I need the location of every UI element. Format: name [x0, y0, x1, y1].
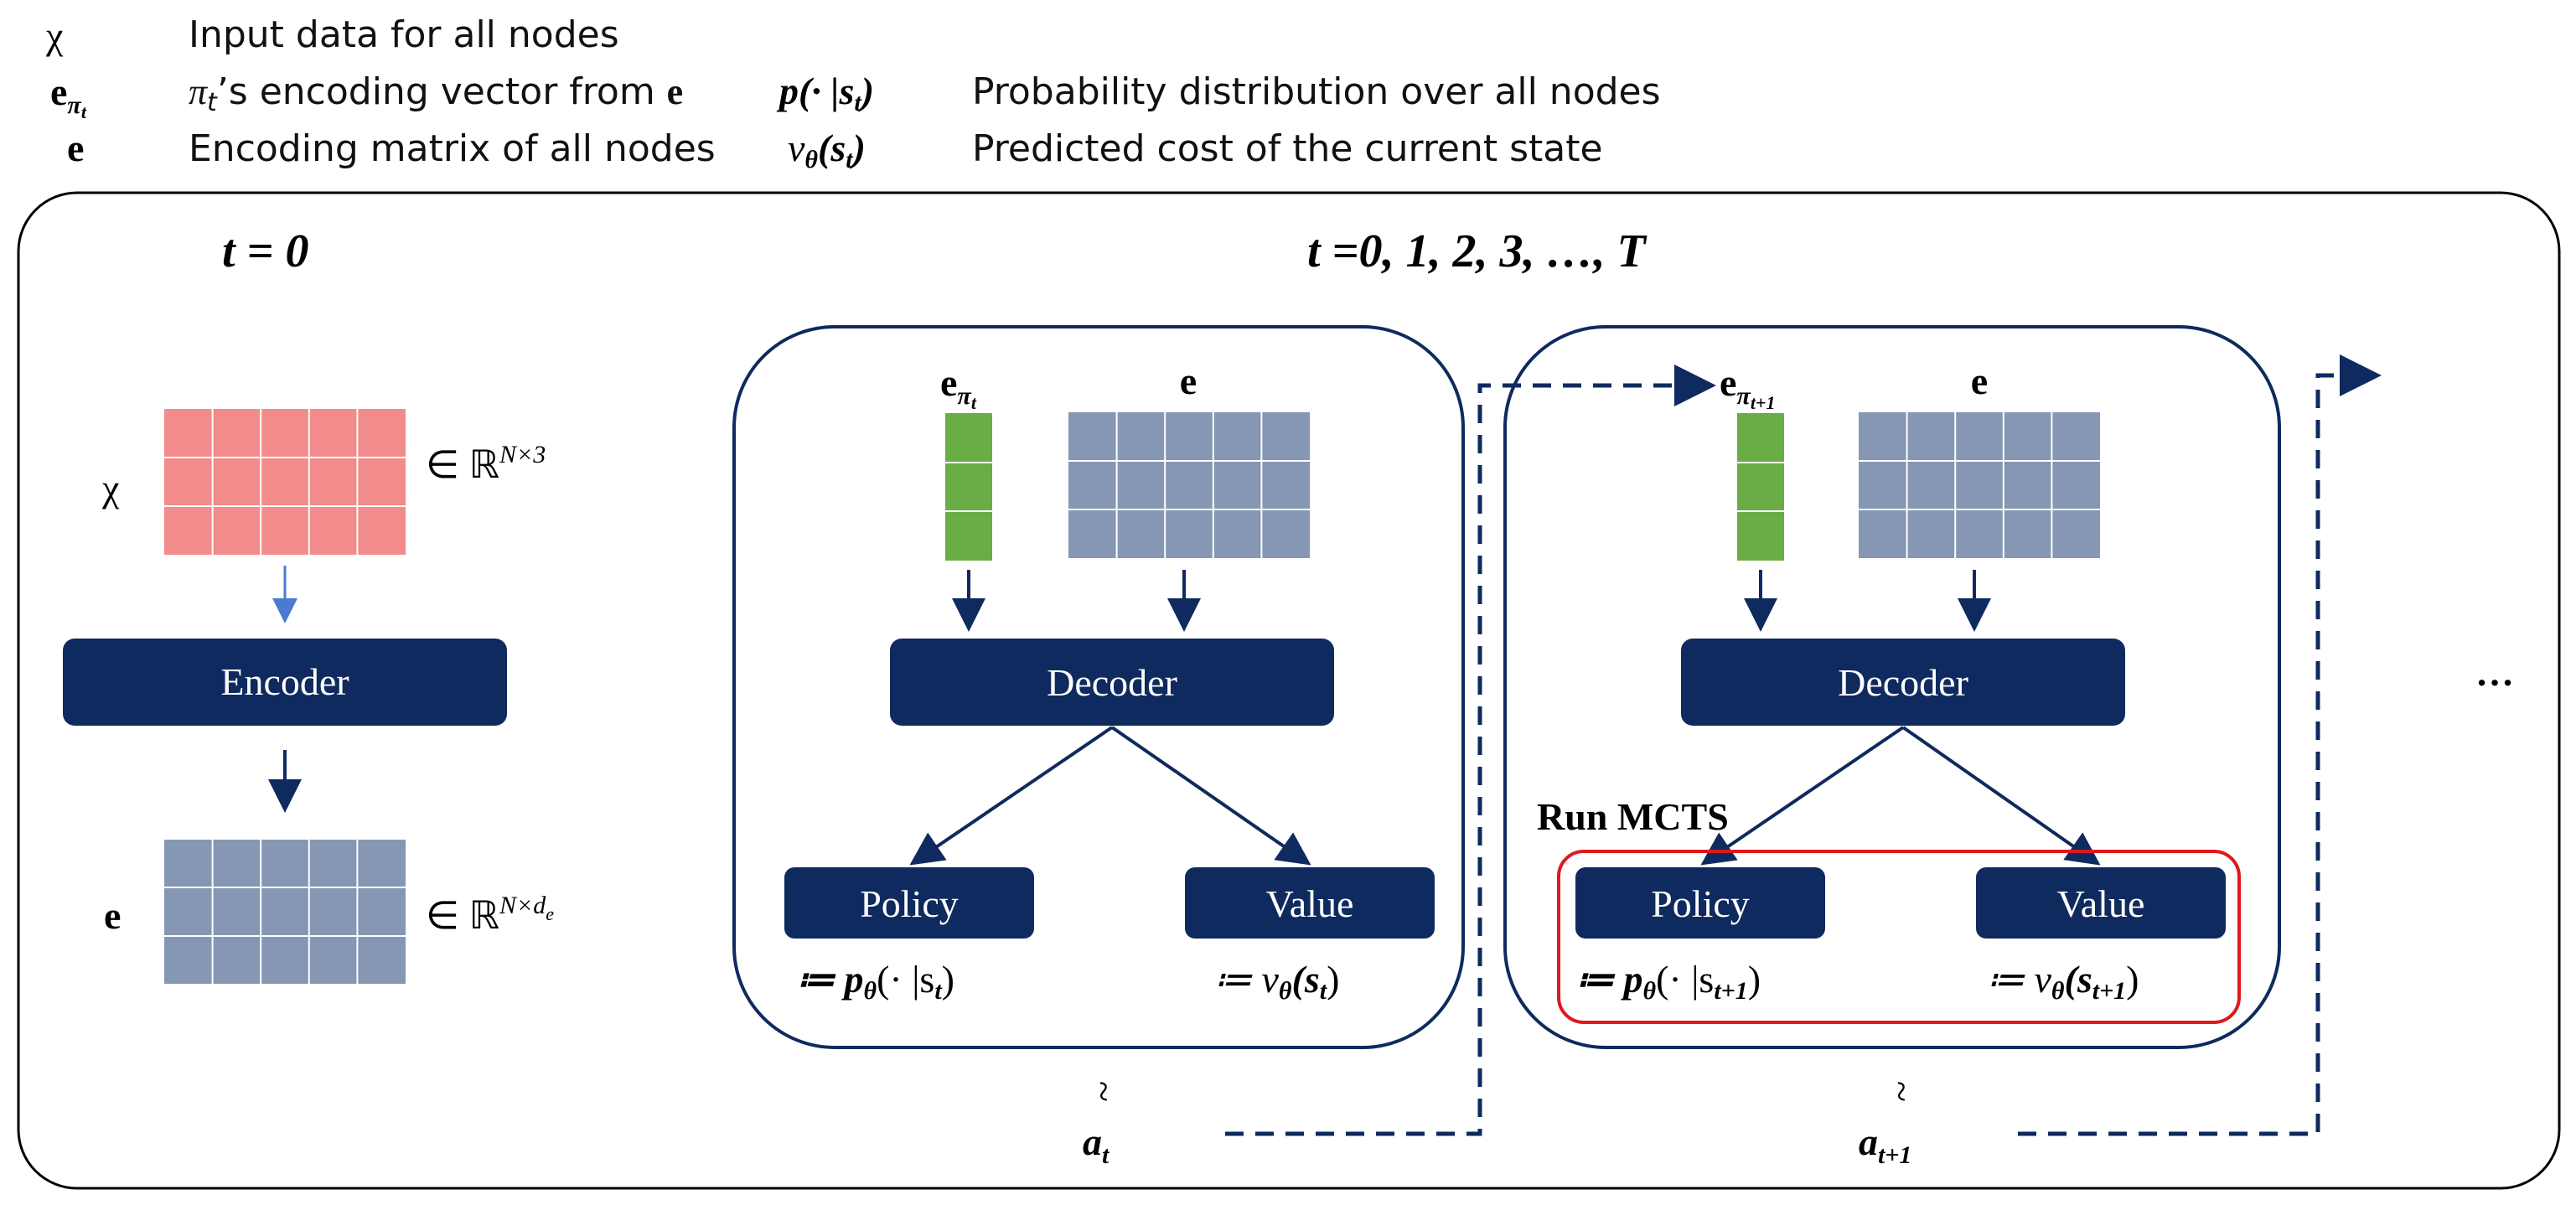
- step-t1-value-label: Value: [2057, 882, 2145, 925]
- step-t-value-definition: ≔ vθ(st): [1213, 958, 1339, 1005]
- step-t-policy-definition: ≔ pθ(· |st): [796, 958, 954, 1005]
- encoder-label: Encoder: [220, 660, 349, 703]
- step-t-value-label: Value: [1266, 882, 1354, 925]
- step-t-policy-block: [784, 867, 1034, 939]
- legend-p-symbol: p(· |st): [776, 70, 874, 116]
- legend-v-symbol: vθ(st): [788, 127, 866, 173]
- legend-p-text: Probability distribution over all nodes: [972, 70, 1661, 113]
- step-t-arrow-decoder-to-policy: [909, 726, 1114, 866]
- step-t1-arrow-decoder-to-value: [1901, 726, 2101, 866]
- dashed-connector-t-to-t1: [1225, 365, 1716, 1136]
- encoder-block: [63, 639, 507, 726]
- dashed-connector-t1-onward: [2018, 354, 2382, 1136]
- step-t-decoder-label: Decoder: [1047, 661, 1177, 704]
- run-mcts-label: Run MCTS: [1537, 795, 1729, 838]
- legend-e-symbol: e: [67, 127, 84, 169]
- chi-dimension: ∈ ℝN×3: [426, 441, 546, 486]
- chi-matrix: [164, 409, 406, 555]
- step-t1-policy-label: Policy: [1651, 882, 1750, 925]
- step-t1-tilde: ~: [1880, 1081, 1923, 1102]
- continuation-ellipsis: …: [2475, 651, 2514, 694]
- step-t-e-pi-label: eπt: [940, 361, 977, 413]
- step-t1-arrow-decoder-to-policy: [1700, 726, 1905, 866]
- e-matrix: [164, 840, 406, 984]
- step-t-value-block: [1185, 867, 1435, 939]
- step-t1-frame: [1503, 325, 2281, 1049]
- mcts-highlight-box: [1557, 850, 2241, 1024]
- legend: χ Input data for all nodes eπt πt’s enco…: [45, 13, 1661, 173]
- step-t1-policy-definition: ≔ pθ(· |st+1): [1575, 958, 1761, 1005]
- step-t-action: at: [1083, 1120, 1110, 1169]
- legend-chi-text: Input data for all nodes: [189, 13, 619, 56]
- step-t1-e-pi-label: eπt+1: [1720, 361, 1775, 413]
- step-t1-decoder-label: Decoder: [1838, 661, 1968, 704]
- legend-e-pi-text: πt’s encoding vector from e: [189, 70, 683, 117]
- step-t1-value-definition: ≔ vθ(st+1): [1986, 958, 2139, 1005]
- e-dimension: ∈ ℝN×de: [426, 892, 554, 937]
- step-t-e-pi-vector: [945, 413, 992, 561]
- step-t1-policy-block: [1575, 867, 1825, 939]
- step-t-policy-label: Policy: [860, 882, 959, 925]
- step-t-panel: eπt e Decoder: [732, 325, 1465, 1169]
- panel-steps-title: t =0, 1, 2, 3, …, T: [1307, 225, 1648, 277]
- chi-label: χ: [101, 467, 120, 509]
- step-t1-decoder-block: [1681, 639, 2125, 726]
- step-t-e-label: e: [1180, 359, 1197, 402]
- step-t-tilde: ~: [1083, 1081, 1125, 1102]
- legend-e-pi-symbol: eπt: [50, 70, 87, 122]
- outer-frame: [17, 191, 2561, 1190]
- legend-v-text: Predicted cost of the current state: [972, 127, 1603, 170]
- panel-t0-title: t = 0: [222, 225, 308, 277]
- step-t1-panel: eπt+1 e Decoder Run: [1503, 325, 2281, 1169]
- e-label: e: [104, 894, 121, 937]
- step-t1-e-pi-vector: [1737, 413, 1784, 561]
- legend-e-text: Encoding matrix of all nodes: [189, 127, 716, 170]
- step-t-decoder-block: [890, 639, 1334, 726]
- legend-chi-symbol: χ: [45, 14, 64, 57]
- step-t1-action: at+1: [1859, 1120, 1911, 1169]
- step-t-e-matrix: [1068, 412, 1310, 558]
- step-t-arrow-decoder-to-value: [1110, 726, 1311, 866]
- step-t-frame: [732, 325, 1465, 1049]
- step-t1-e-matrix: [1859, 412, 2100, 558]
- step-t1-e-label: e: [1971, 359, 1988, 402]
- step-t1-value-block: [1976, 867, 2226, 939]
- panel-t0: t = 0 χ ∈ ℝN×3 Encoder e: [63, 225, 554, 984]
